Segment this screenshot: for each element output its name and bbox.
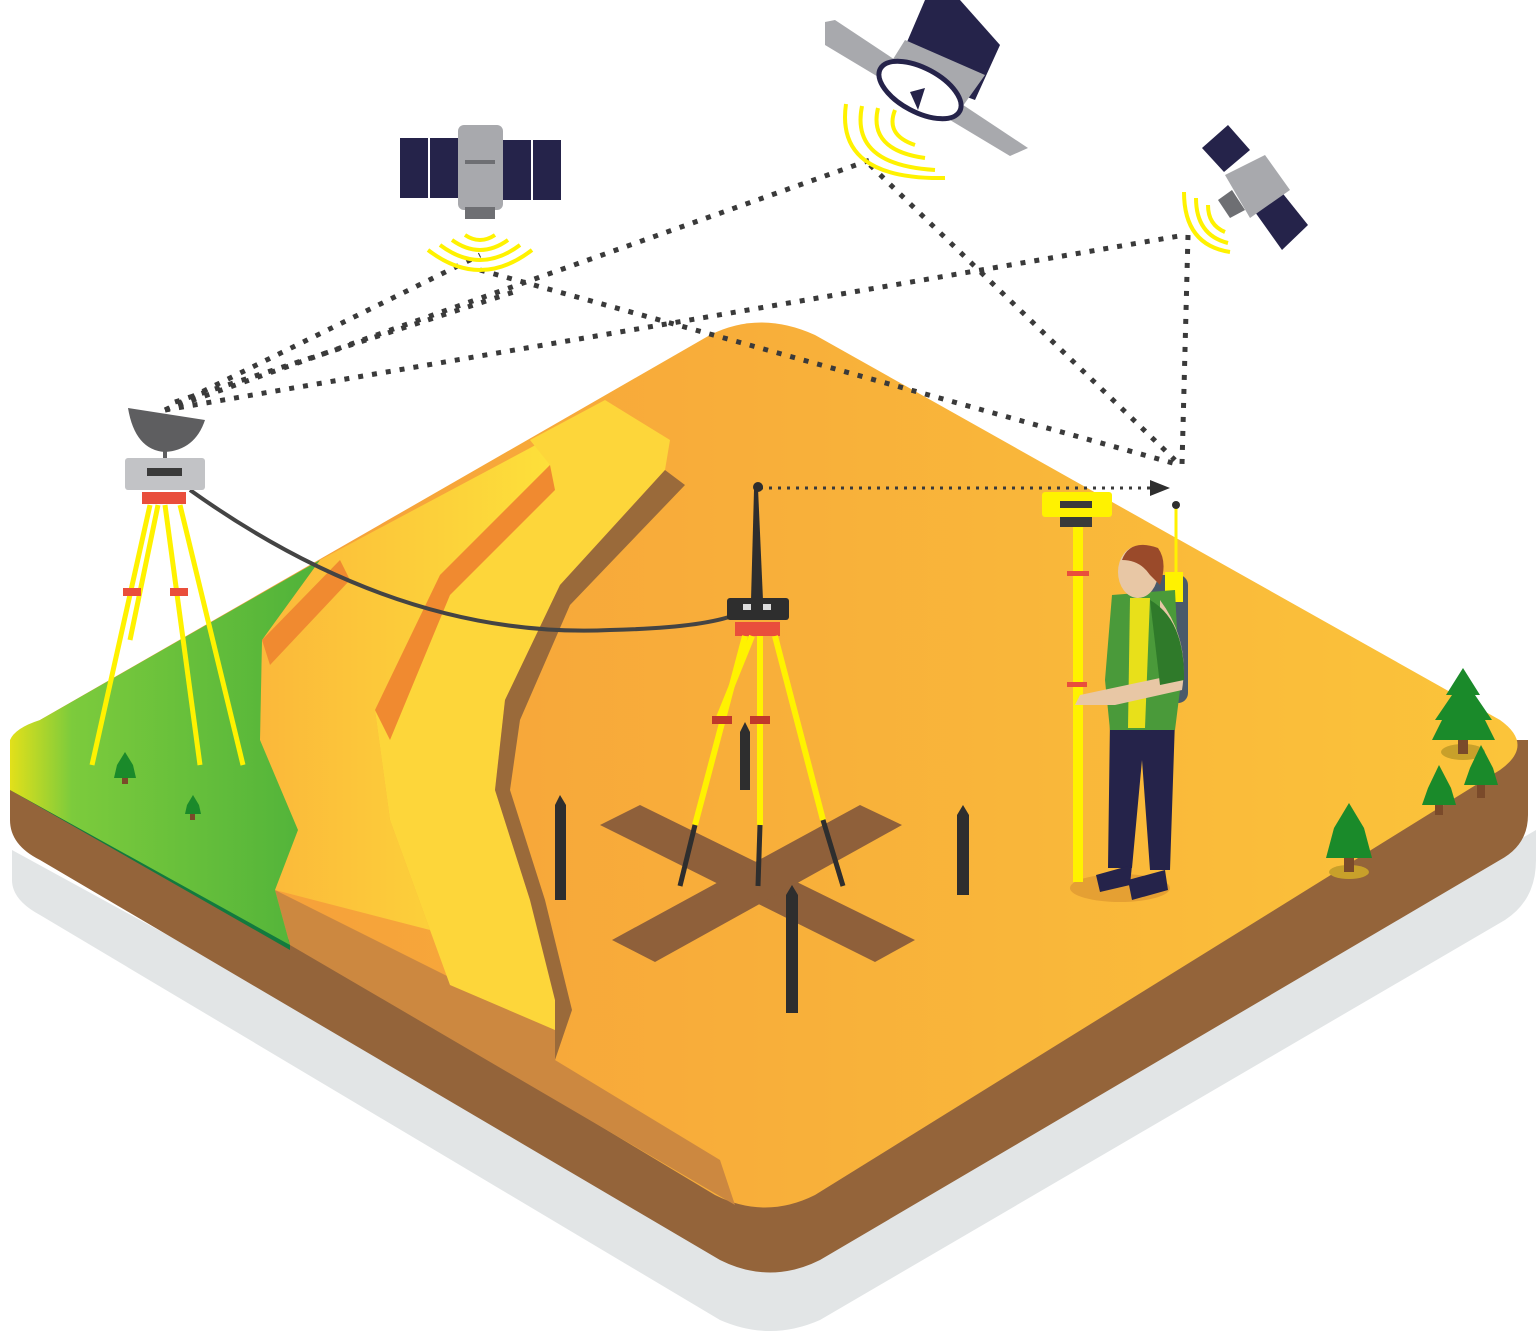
- survey-stake-icon: [786, 885, 798, 1013]
- tree-icon: [1422, 765, 1456, 815]
- total-station-tripod-icon: [677, 488, 846, 887]
- survey-stake-icon: [555, 795, 566, 900]
- survey-stake-icon: [740, 722, 750, 790]
- survey-stake-icon: [957, 805, 969, 895]
- signal-lines: [163, 157, 1191, 468]
- terrace-stripe-2: [375, 400, 670, 1030]
- cable: [188, 488, 736, 633]
- satellite-icon: [1182, 125, 1308, 254]
- tree-icon: [1326, 803, 1372, 879]
- trees: [114, 668, 1498, 879]
- terrace-edge-2: [375, 465, 555, 740]
- terrace-edge-1: [262, 560, 350, 665]
- cliff-edge-3: [495, 470, 685, 1060]
- tree-icon: [114, 752, 136, 784]
- satellite-icon: [825, 0, 1028, 181]
- arrow-head-icon: [1150, 480, 1170, 496]
- satellite-icon: [400, 125, 561, 272]
- surveyor-with-gnss-rover-icon: [1042, 492, 1188, 902]
- tree-icon: [1432, 668, 1495, 760]
- tree-icon: [185, 795, 201, 820]
- tree-icon: [1464, 745, 1498, 798]
- grass-area: [10, 560, 320, 945]
- terrace-stripe-1: [260, 440, 550, 930]
- survey-stakes: [555, 722, 969, 1013]
- lower-terrace: [275, 890, 735, 1205]
- gnss-base-station-icon: [89, 408, 246, 766]
